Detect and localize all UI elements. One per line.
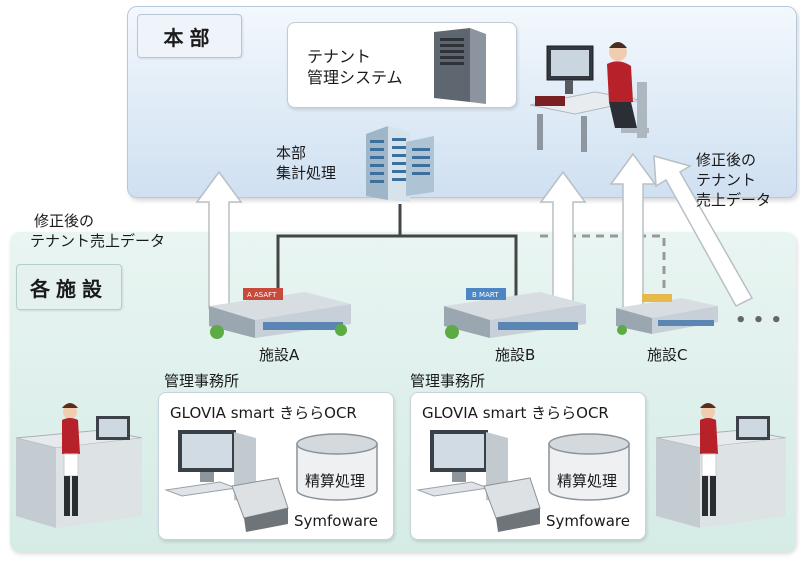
- counter-staff-icon-right: [655, 403, 787, 528]
- flow-label-left: 修正後の テナント売上データ: [30, 212, 166, 250]
- counter-staff-icon-left: [15, 403, 143, 528]
- tenant-system-label: テナント 管理システム: [307, 47, 403, 87]
- store-icon-c: [616, 294, 718, 335]
- pc-scanner-icon-2: [416, 430, 541, 532]
- pc-scanner-icon-1: [164, 430, 289, 532]
- db-label-2: 精算処理: [557, 472, 618, 490]
- ocr-product-title-1: GLOVIA smart きららOCR: [170, 404, 357, 422]
- db-label-1: 精算処理: [305, 472, 366, 490]
- facility-label-c: 施設C: [647, 346, 688, 364]
- facilities-title-tab: 各施設: [16, 264, 122, 310]
- office-label-2: 管理事務所: [410, 372, 486, 390]
- upload-arrow-d: [653, 154, 754, 307]
- server-icon: [434, 28, 486, 104]
- store-sign-b: B MART: [472, 291, 499, 299]
- more-facilities-marker: • • •: [735, 310, 783, 331]
- flow-label-right: 修正後の テナント 売上データ: [696, 151, 772, 209]
- office-label-1: 管理事務所: [164, 372, 240, 390]
- facilities-title: 各施設: [30, 276, 108, 301]
- facility-label-a: 施設A: [259, 346, 300, 364]
- hq-title-tab: 本部: [137, 14, 242, 58]
- hq-building-icon: [366, 126, 434, 202]
- ocr-product-title-2: GLOVIA smart きららOCR: [422, 404, 609, 422]
- facility-label-b: 施設B: [495, 346, 536, 364]
- hq-title: 本部: [163, 25, 216, 50]
- store-icon-b: B MART: [444, 288, 586, 339]
- db-engine-label-2: Symfoware: [546, 512, 630, 530]
- database-icon-2: [548, 433, 630, 501]
- store-icon-a: A ASAFT: [209, 288, 351, 339]
- database-icon-1: [296, 433, 378, 501]
- aggregation-label: 本部 集計処理: [276, 144, 337, 182]
- store-sign-a: A ASAFT: [247, 291, 277, 299]
- hq-worker-icon: [529, 42, 649, 152]
- db-engine-label-1: Symfoware: [294, 512, 378, 530]
